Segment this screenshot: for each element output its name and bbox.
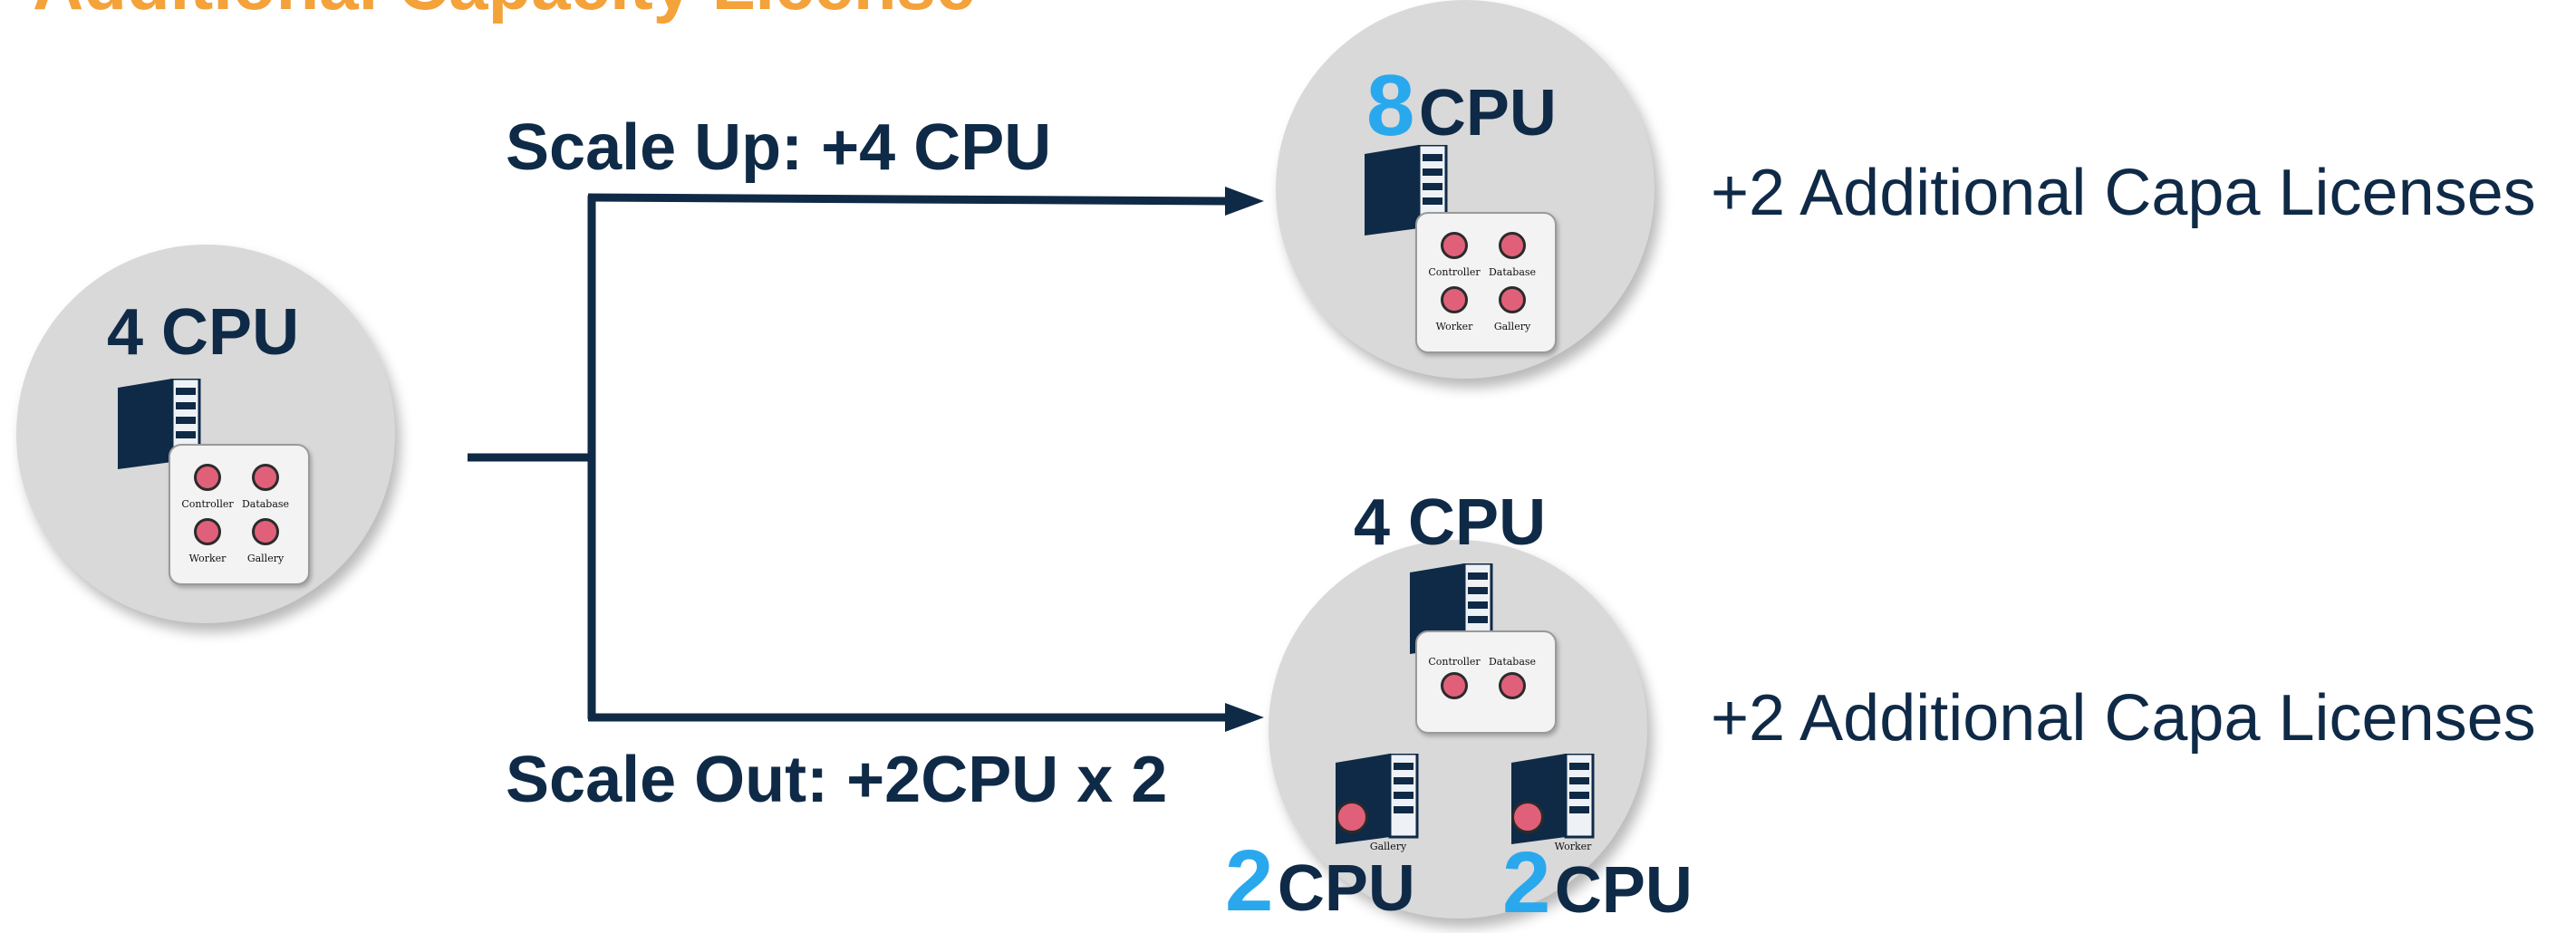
database-icon — [1499, 672, 1526, 699]
service-label-gallery: Gallery — [1369, 841, 1407, 852]
services-card: Controller Database Worker Gallery — [169, 444, 310, 585]
scale-up-cpu-unit: CPU — [1418, 77, 1557, 149]
services-card: Controller Database — [1415, 630, 1557, 734]
node1-cpu-unit: CPU — [1277, 852, 1415, 925]
refresh-icon — [1441, 672, 1468, 699]
database-icon — [1499, 232, 1526, 259]
globe-icon — [1499, 286, 1526, 313]
gears-icon — [194, 518, 221, 545]
services-card: Controller Database Worker Gallery — [1415, 212, 1557, 353]
service-label-controller: Controller — [1428, 266, 1481, 278]
scale-up-cpu-number: 8 — [1366, 57, 1415, 154]
scale-up-arrow-icon — [1225, 187, 1264, 216]
server-icon — [1511, 754, 1595, 844]
service-label-gallery: Gallery — [246, 553, 285, 564]
scale-out-label: Scale Out: +2CPU x 2 — [506, 744, 1168, 816]
globe-icon — [252, 518, 279, 545]
scale-out-licenses: +2 Additional Capa Licenses — [1711, 682, 2536, 755]
scale-up-line — [587, 193, 1229, 206]
node2-cpu-number: 2 — [1502, 834, 1551, 931]
scale-up-licenses: +2 Additional Capa Licenses — [1711, 157, 2536, 229]
refresh-icon — [1441, 232, 1468, 259]
service-label-database: Database — [1488, 266, 1537, 278]
scale-out-main-cpu-label: 4 CPU — [1354, 486, 1547, 559]
source-cpu-label: 4 CPU — [107, 296, 300, 369]
page-title: Additional Capacity License — [33, 0, 975, 26]
node2-cpu-unit: CPU — [1554, 854, 1693, 927]
scale-out-arrow-icon — [1225, 703, 1264, 732]
scale-up-cpu-label: 8 CPU — [1366, 56, 1557, 156]
service-label-worker: Worker — [1554, 841, 1592, 852]
service-label-controller: Controller — [1428, 656, 1481, 668]
service-label-worker: Worker — [188, 553, 227, 564]
scale-up-label: Scale Up: +4 CPU — [506, 111, 1052, 184]
gears-icon — [1441, 286, 1468, 313]
refresh-icon — [194, 464, 221, 491]
service-label-controller: Controller — [181, 498, 234, 510]
database-icon — [252, 464, 279, 491]
service-label-gallery: Gallery — [1493, 321, 1531, 332]
service-label-worker: Worker — [1435, 321, 1473, 332]
node1-cpu-number: 2 — [1225, 832, 1274, 929]
globe-icon — [1336, 801, 1368, 833]
gears-icon — [1511, 801, 1544, 833]
scale-out-node2-cpu-label: 2 CPU — [1502, 833, 1693, 933]
scale-out-node1-cpu-label: 2 CPU — [1225, 832, 1415, 931]
service-label-database: Database — [1488, 656, 1537, 668]
service-label-database: Database — [241, 498, 290, 510]
